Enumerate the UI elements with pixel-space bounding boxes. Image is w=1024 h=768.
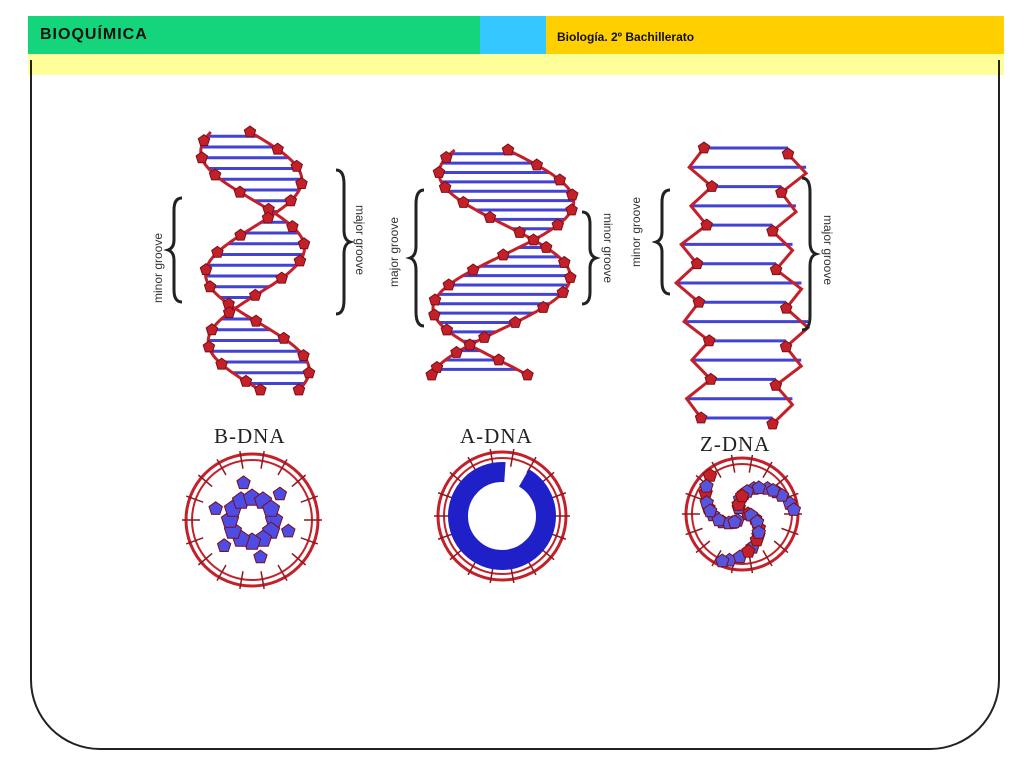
a-dna-right-groove: minor groove [581, 210, 615, 306]
header-green-bar [28, 16, 480, 54]
b-dna-right-groove: major groove [335, 168, 367, 316]
a-dna-cross-section [434, 448, 570, 584]
a-dna-left-groove: major groove [387, 188, 425, 328]
a-dna-left-groove-label: major groove [387, 217, 401, 287]
slide-subtitle: Biología. 2º Bachillerato [557, 30, 695, 44]
z-dna-right-groove: major groove [801, 176, 835, 332]
header-band [28, 54, 1004, 75]
b-dna-cross-section [182, 450, 322, 590]
b-dna-label: B-DNA [214, 424, 286, 448]
a-dna-label: A-DNA [460, 424, 533, 448]
b-dna-helix [195, 125, 316, 396]
b-dna-right-groove-label: major groove [353, 205, 367, 275]
z-dna-cross-section [682, 454, 802, 574]
z-dna-helix [673, 141, 811, 430]
z-dna-label: Z-DNA [700, 432, 771, 456]
a-dna-helix [425, 143, 579, 381]
z-dna-left-groove: minor groove [629, 188, 671, 296]
z-dna-left-groove-label: minor groove [629, 197, 643, 267]
b-dna-left-groove-label: minor groove [151, 233, 165, 303]
z-dna-right-groove-label: major groove [821, 215, 835, 285]
header-yellow-bar [546, 16, 1004, 54]
slide-title: BIOQUÍMICA [40, 26, 148, 43]
header-blue-bar [480, 16, 546, 54]
dna-forms-figure: minor groove major groove major groove m… [140, 120, 860, 600]
b-dna-left-groove: minor groove [151, 196, 183, 304]
a-dna-right-groove-label: minor groove [601, 213, 615, 283]
slide-frame [30, 60, 1000, 750]
dna-illustration: minor groove major groove major groove m… [151, 125, 835, 590]
